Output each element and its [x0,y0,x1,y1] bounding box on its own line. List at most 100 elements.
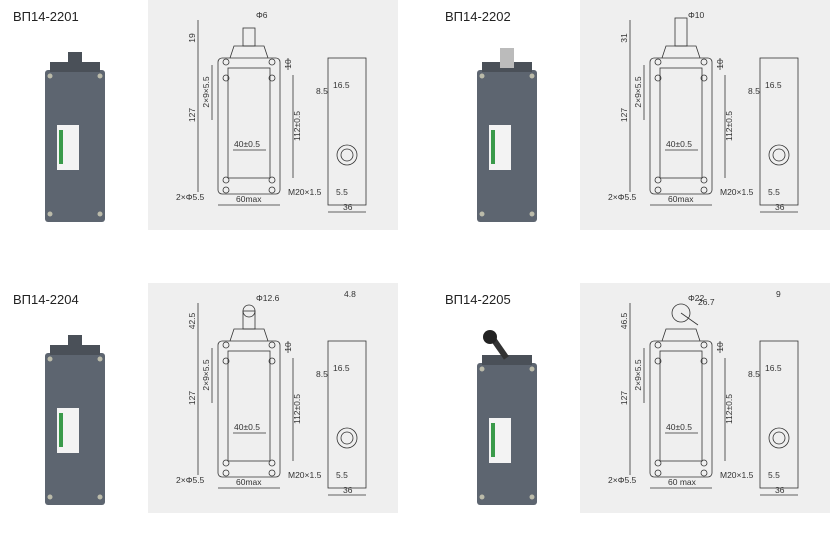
dimension-label: 16.5 [765,363,782,373]
mount-hole [654,176,662,184]
dimension-label: 40±0.5 [666,139,692,149]
product-model: ВП14-2204 [13,292,79,307]
screw-icon [47,356,53,362]
mount-hole [268,186,276,194]
actuator-head [229,328,269,342]
screw-icon [97,494,103,500]
plunger [68,52,82,72]
dimension-label: 31 [619,33,629,43]
dimension-label: 46.5 [619,312,629,329]
dimension-label: M20×1.5 [288,470,322,480]
dimension-label: 112±0.5 [724,394,734,424]
mount-hole [700,186,708,194]
screw-icon [47,211,53,217]
dimension-label: 5.5 [336,470,348,480]
mount-hole [222,58,230,66]
mount-hole [700,459,708,467]
mount-hole [222,459,230,467]
dimension-label: 127 [619,391,629,405]
mount-hole [654,186,662,194]
side-view-body [759,340,799,489]
dimension-label: 16.5 [333,80,350,90]
mount-hole [700,469,708,477]
dimension-label: 26.7 [698,297,715,307]
mount-hole [222,186,230,194]
mount-hole [222,469,230,477]
dimension-label: 2×Φ5.5 [176,192,205,202]
mount-hole [222,341,230,349]
dimension-label: 10 [283,342,293,352]
screw-icon [97,211,103,217]
dimension-label: 36 [775,202,785,212]
mount-hole [654,74,662,82]
dimension-label: 2×9×5.5 [633,76,643,107]
dimension-label: 16.5 [333,363,350,373]
conduit-entry [768,144,790,166]
dimension-label: 60 max [668,477,697,487]
dimension-label: 10 [283,59,293,69]
mount-hole [268,341,276,349]
screw-icon [479,494,485,500]
dimension-label: 8.5 [316,369,328,379]
dimension-label: 2×Φ5.5 [176,475,205,485]
screw-icon [479,366,485,372]
dimension-label: M20×1.5 [288,187,322,197]
front-view-body [649,57,713,195]
dimension-label: 10 [715,342,725,352]
mount-hole [654,58,662,66]
dimension-label: 5.5 [768,187,780,197]
plunger [500,48,514,68]
dimension-label: 127 [187,391,197,405]
product-photo [477,48,537,222]
dimension-label: 16.5 [765,80,782,90]
dimension-label: 112±0.5 [292,394,302,424]
dimension-label: 36 [343,485,353,495]
mount-hole [700,341,708,349]
actuator-head [229,45,269,59]
dimension-label: 127 [619,108,629,122]
mount-hole [700,176,708,184]
dimension-label: M20×1.5 [720,187,754,197]
mount-hole [268,459,276,467]
dimension-label: 40±0.5 [234,139,260,149]
dimension-label: 2×Φ5.5 [608,475,637,485]
dimension-label: 5.5 [336,187,348,197]
conduit-entry [768,427,790,449]
plunger [674,17,688,47]
mount-hole [222,74,230,82]
product-photo [477,330,537,505]
front-view-cover [227,350,271,462]
dimension-label: 4.8 [344,289,356,299]
screw-icon [47,73,53,79]
conduit-entry [336,144,358,166]
dimension-label: 10 [715,59,725,69]
mount-hole [268,58,276,66]
dimension-label: 9 [776,289,781,299]
front-view-cover [659,67,703,179]
product-model: ВП14-2205 [445,292,511,307]
side-view-body [327,57,367,206]
dimension-label: 112±0.5 [724,111,734,141]
screw-icon [529,494,535,500]
dimension-label: 127 [187,108,197,122]
mount-hole [700,357,708,365]
screw-icon [97,73,103,79]
dimension-label: 40±0.5 [234,422,260,432]
dimension-label: 8.5 [316,86,328,96]
side-view-body [759,57,799,206]
product-model: ВП14-2201 [13,9,79,24]
screw-icon [479,73,485,79]
dimension-label: Φ12.6 [256,293,280,303]
front-view-body [649,340,713,478]
conduit-entry [336,427,358,449]
mount-hole [654,341,662,349]
mount-hole [654,459,662,467]
mount-hole [700,58,708,66]
mount-hole [268,176,276,184]
